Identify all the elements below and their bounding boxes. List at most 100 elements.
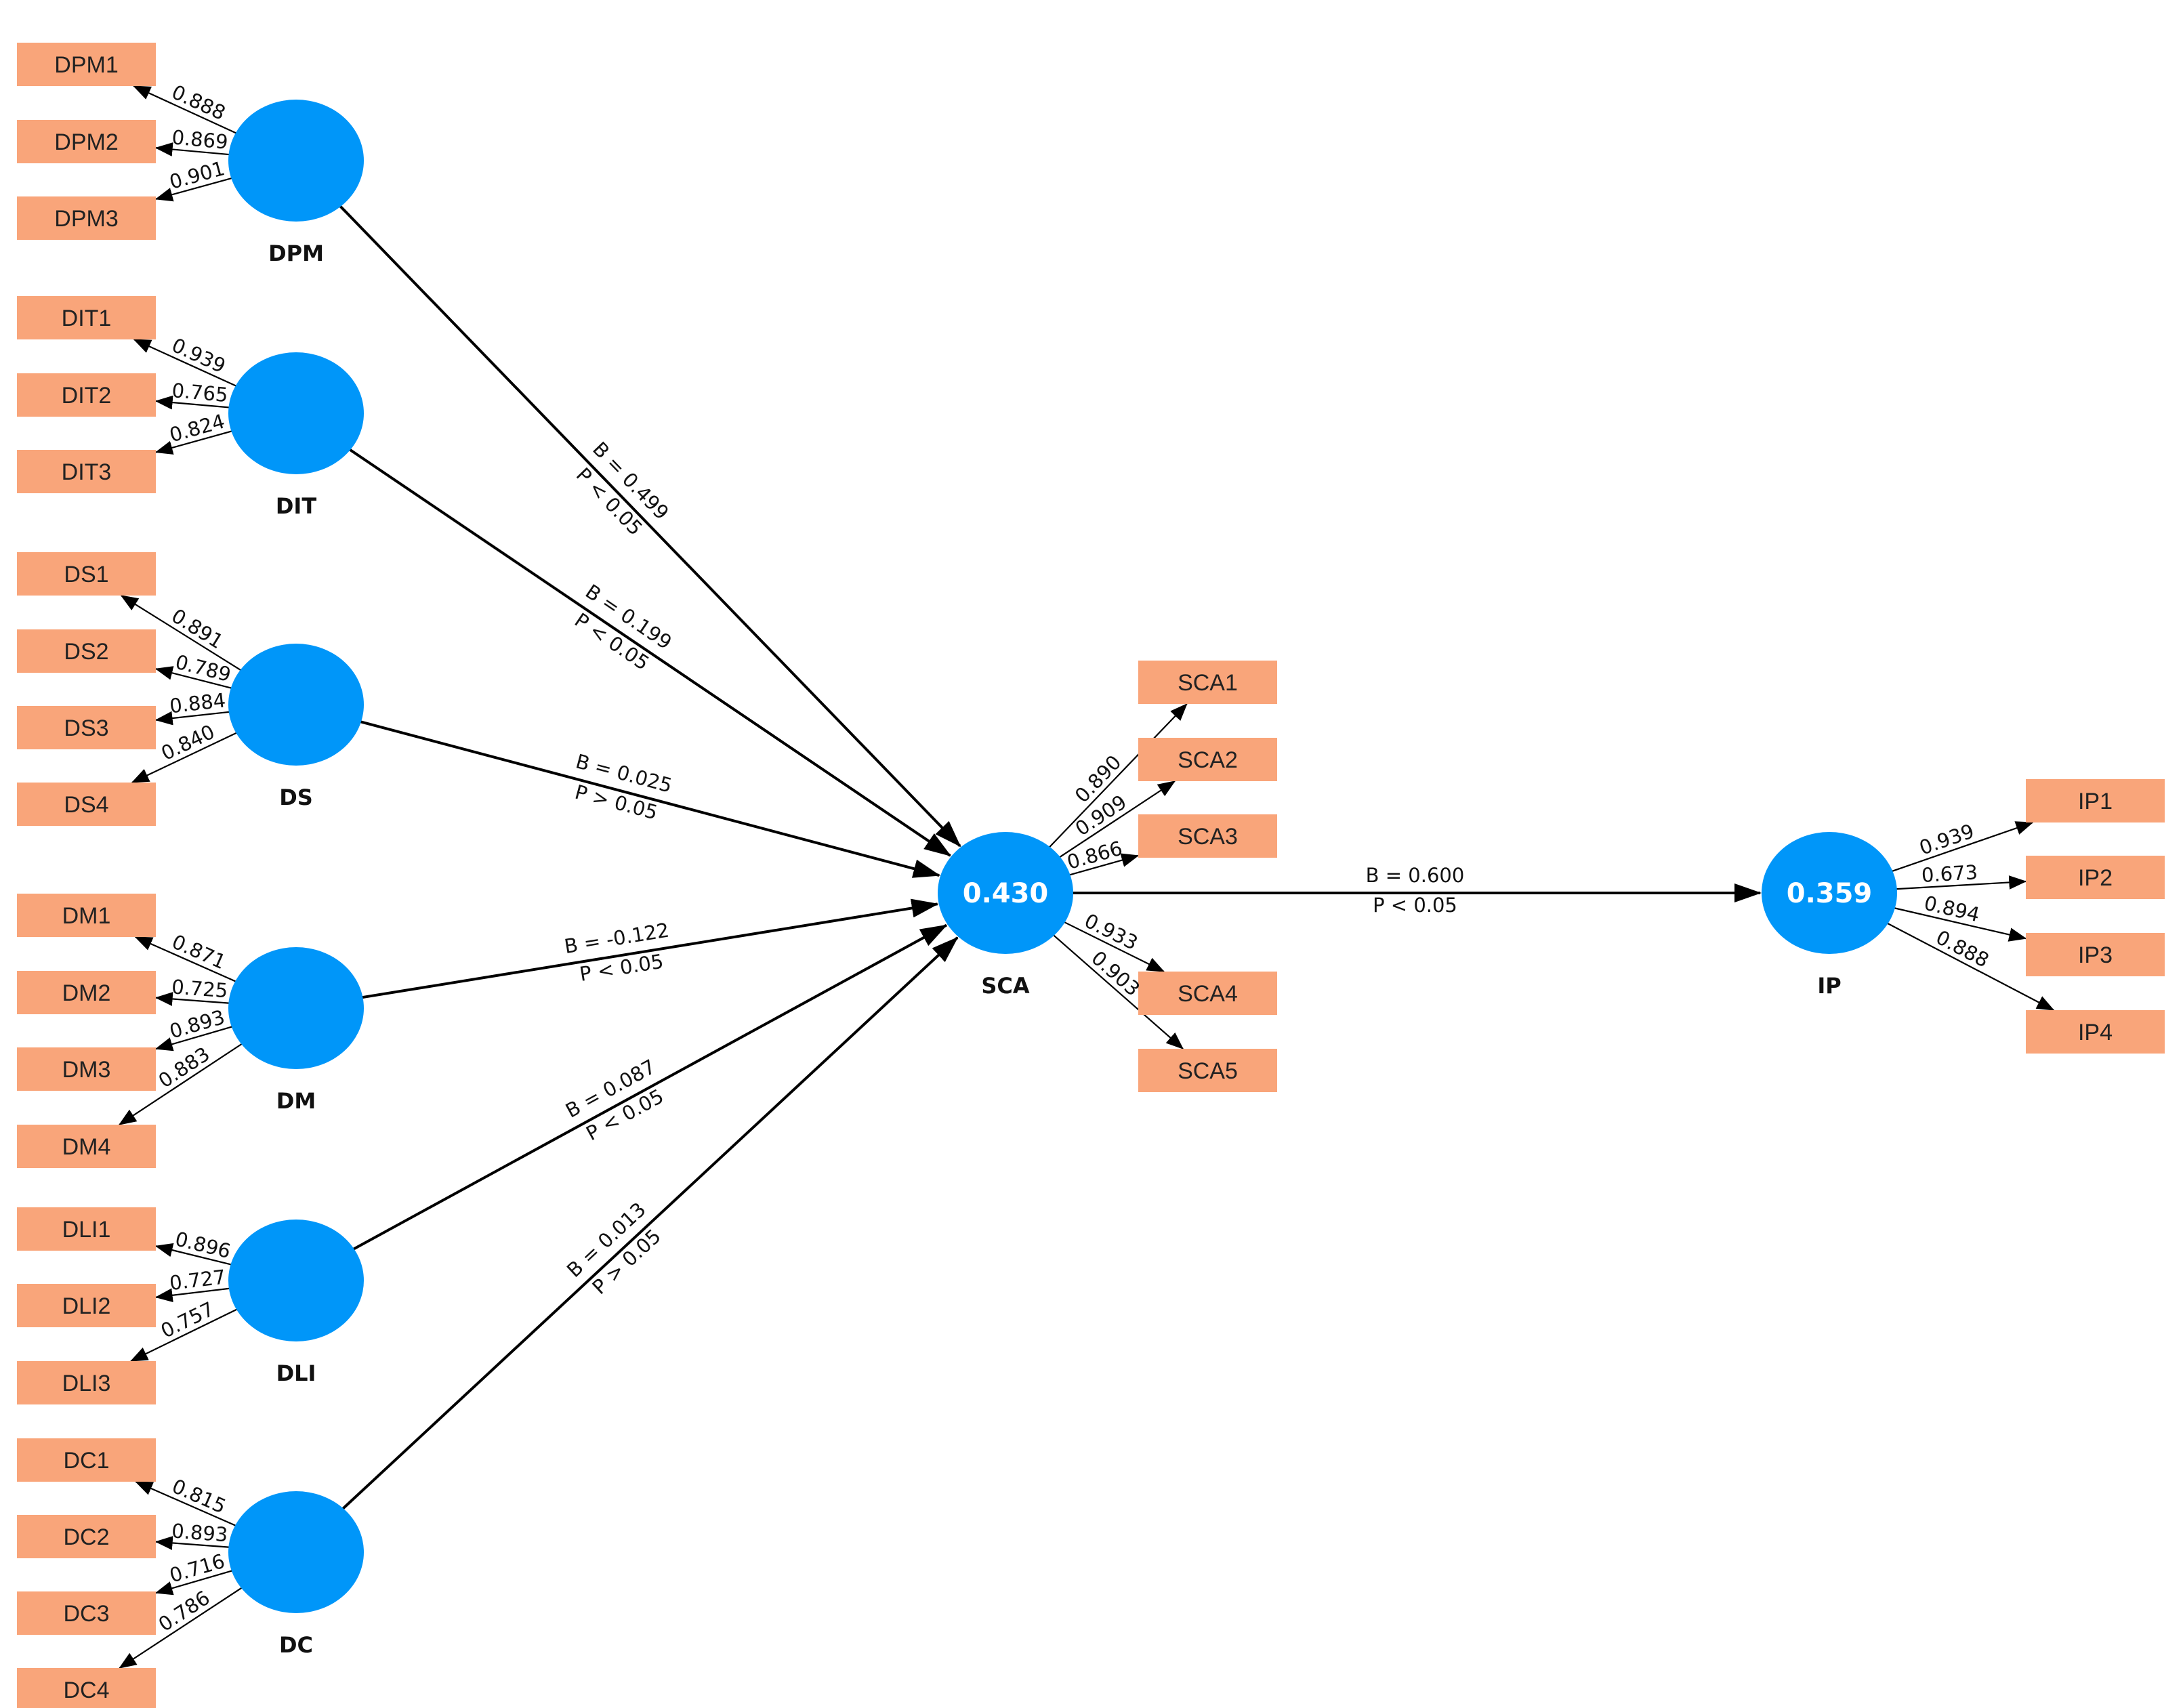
- construct-dm[interactable]: DM: [228, 947, 364, 1114]
- indicator-box: [17, 783, 156, 826]
- loading-value-dm2: 0.725: [171, 975, 228, 1002]
- indicator-dc2[interactable]: DC2: [17, 1515, 156, 1558]
- indicator-ip4[interactable]: IP4: [2026, 1010, 2165, 1054]
- indicator-box: [1138, 814, 1277, 858]
- indicator-box: [17, 971, 156, 1014]
- loading-value-dc4: 0.786: [154, 1586, 214, 1636]
- indicator-ip3[interactable]: IP3: [2026, 933, 2165, 976]
- indicator-ip2[interactable]: IP2: [2026, 856, 2165, 899]
- loading-value-ip1: 0.939: [1916, 819, 1977, 859]
- indicator-ds1[interactable]: DS1: [17, 552, 156, 596]
- indicator-dc4[interactable]: DC4: [17, 1668, 156, 1708]
- indicator-box: [2026, 779, 2165, 822]
- construct-circle: [228, 1491, 364, 1613]
- loading-value-dc2: 0.893: [171, 1519, 228, 1546]
- construct-dc[interactable]: DC: [228, 1491, 364, 1658]
- loading-arrow-dli1: [154, 1243, 232, 1266]
- indicator-label: DPM2: [54, 129, 118, 155]
- indicator-label: DS2: [64, 639, 108, 665]
- indicator-dpm3[interactable]: DPM3: [17, 196, 156, 240]
- construct-circle: [228, 644, 364, 766]
- construct-ds[interactable]: DS: [228, 644, 364, 810]
- indicator-label: DS1: [64, 562, 108, 587]
- indicator-dli2[interactable]: DLI2: [17, 1284, 156, 1327]
- indicator-sca2[interactable]: SCA2: [1138, 738, 1277, 781]
- indicator-ds2[interactable]: DS2: [17, 629, 156, 673]
- construct-dit[interactable]: DIT: [228, 352, 364, 519]
- nodes-layer: DPM1DPM2DPM3DIT1DIT2DIT3DS1DS2DS3DS4DM1D…: [17, 43, 2165, 1708]
- indicator-dit2[interactable]: DIT2: [17, 373, 156, 417]
- loading-arrow-dli2: [154, 1287, 230, 1303]
- indicator-box: [17, 1284, 156, 1327]
- loading-value-dpm1: 0.888: [168, 80, 229, 125]
- construct-dli[interactable]: DLI: [228, 1220, 364, 1386]
- construct-circle: [228, 1220, 364, 1341]
- loading-arrow-ds4: [131, 732, 238, 783]
- indicator-label: DM3: [62, 1057, 111, 1083]
- indicator-dm4[interactable]: DM4: [17, 1125, 156, 1168]
- indicator-box: [17, 1047, 156, 1091]
- loading-arrow-dc3: [154, 1570, 234, 1596]
- construct-label: SCA: [981, 973, 1030, 999]
- path-arrow-dm-to-sca: [359, 898, 939, 999]
- indicator-label: DC1: [63, 1448, 109, 1474]
- loading-arrow-dm1: [134, 936, 237, 983]
- indicator-dm3[interactable]: DM3: [17, 1047, 156, 1091]
- loading-arrow-dpm3: [154, 177, 233, 202]
- indicator-dpm2[interactable]: DPM2: [17, 120, 156, 163]
- loading-arrow-ds1: [120, 595, 243, 671]
- loading-value-dm1: 0.871: [169, 930, 230, 974]
- construct-label: DIT: [276, 493, 316, 519]
- indicator-dm2[interactable]: DM2: [17, 971, 156, 1014]
- indicator-ds4[interactable]: DS4: [17, 783, 156, 826]
- indicator-label: DM2: [62, 980, 111, 1006]
- indicator-box: [17, 120, 156, 163]
- indicator-label: DS4: [64, 792, 108, 818]
- indicator-dli1[interactable]: DLI1: [17, 1207, 156, 1251]
- indicator-dit1[interactable]: DIT1: [17, 296, 156, 339]
- edges-layer: [118, 85, 2055, 1669]
- loading-arrow-dit1: [133, 338, 238, 388]
- loading-arrow-ip1: [1891, 821, 2034, 873]
- loading-arrow-sca5: [1052, 934, 1184, 1049]
- loading-value-sca5: 0.903: [1087, 946, 1144, 1001]
- loading-arrow-dm4: [118, 1043, 243, 1125]
- indicator-sca4[interactable]: SCA4: [1138, 972, 1277, 1015]
- loading-arrow-sca3: [1068, 853, 1140, 876]
- construct-label: DC: [279, 1632, 313, 1658]
- indicator-box: [17, 1125, 156, 1168]
- path-beta: B = 0.600: [1366, 864, 1465, 887]
- indicator-sca5[interactable]: SCA5: [1138, 1049, 1277, 1092]
- path-arrow-ds-to-sca: [357, 720, 941, 878]
- loading-value-dit2: 0.765: [171, 379, 229, 407]
- indicator-box: [17, 629, 156, 673]
- path-arrow-dli-to-sca: [350, 923, 948, 1252]
- loading-arrow-dc2: [154, 1536, 230, 1550]
- indicator-dli3[interactable]: DLI3: [17, 1361, 156, 1404]
- indicator-label: DIT1: [62, 306, 112, 331]
- indicator-label: IP1: [2078, 789, 2113, 814]
- indicator-label: IP4: [2078, 1020, 2113, 1045]
- indicator-label: DLI3: [62, 1371, 111, 1396]
- indicator-ip1[interactable]: IP1: [2026, 779, 2165, 822]
- construct-label: DPM: [268, 241, 324, 266]
- indicator-dc3[interactable]: DC3: [17, 1591, 156, 1635]
- indicator-sca3[interactable]: SCA3: [1138, 814, 1277, 858]
- indicator-label: DLI2: [62, 1293, 111, 1319]
- indicator-dpm1[interactable]: DPM1: [17, 43, 156, 86]
- construct-dpm[interactable]: DPM: [228, 100, 364, 266]
- indicator-box: [2026, 1010, 2165, 1054]
- indicator-label: DM4: [62, 1134, 111, 1160]
- indicator-dit3[interactable]: DIT3: [17, 450, 156, 493]
- indicator-label: DIT2: [62, 383, 112, 409]
- indicator-box: [17, 552, 156, 596]
- indicator-sca1[interactable]: SCA1: [1138, 661, 1277, 704]
- indicator-dm1[interactable]: DM1: [17, 894, 156, 937]
- indicator-dc1[interactable]: DC1: [17, 1438, 156, 1482]
- indicator-ds3[interactable]: DS3: [17, 706, 156, 749]
- loading-arrow-ip2: [1895, 875, 2027, 890]
